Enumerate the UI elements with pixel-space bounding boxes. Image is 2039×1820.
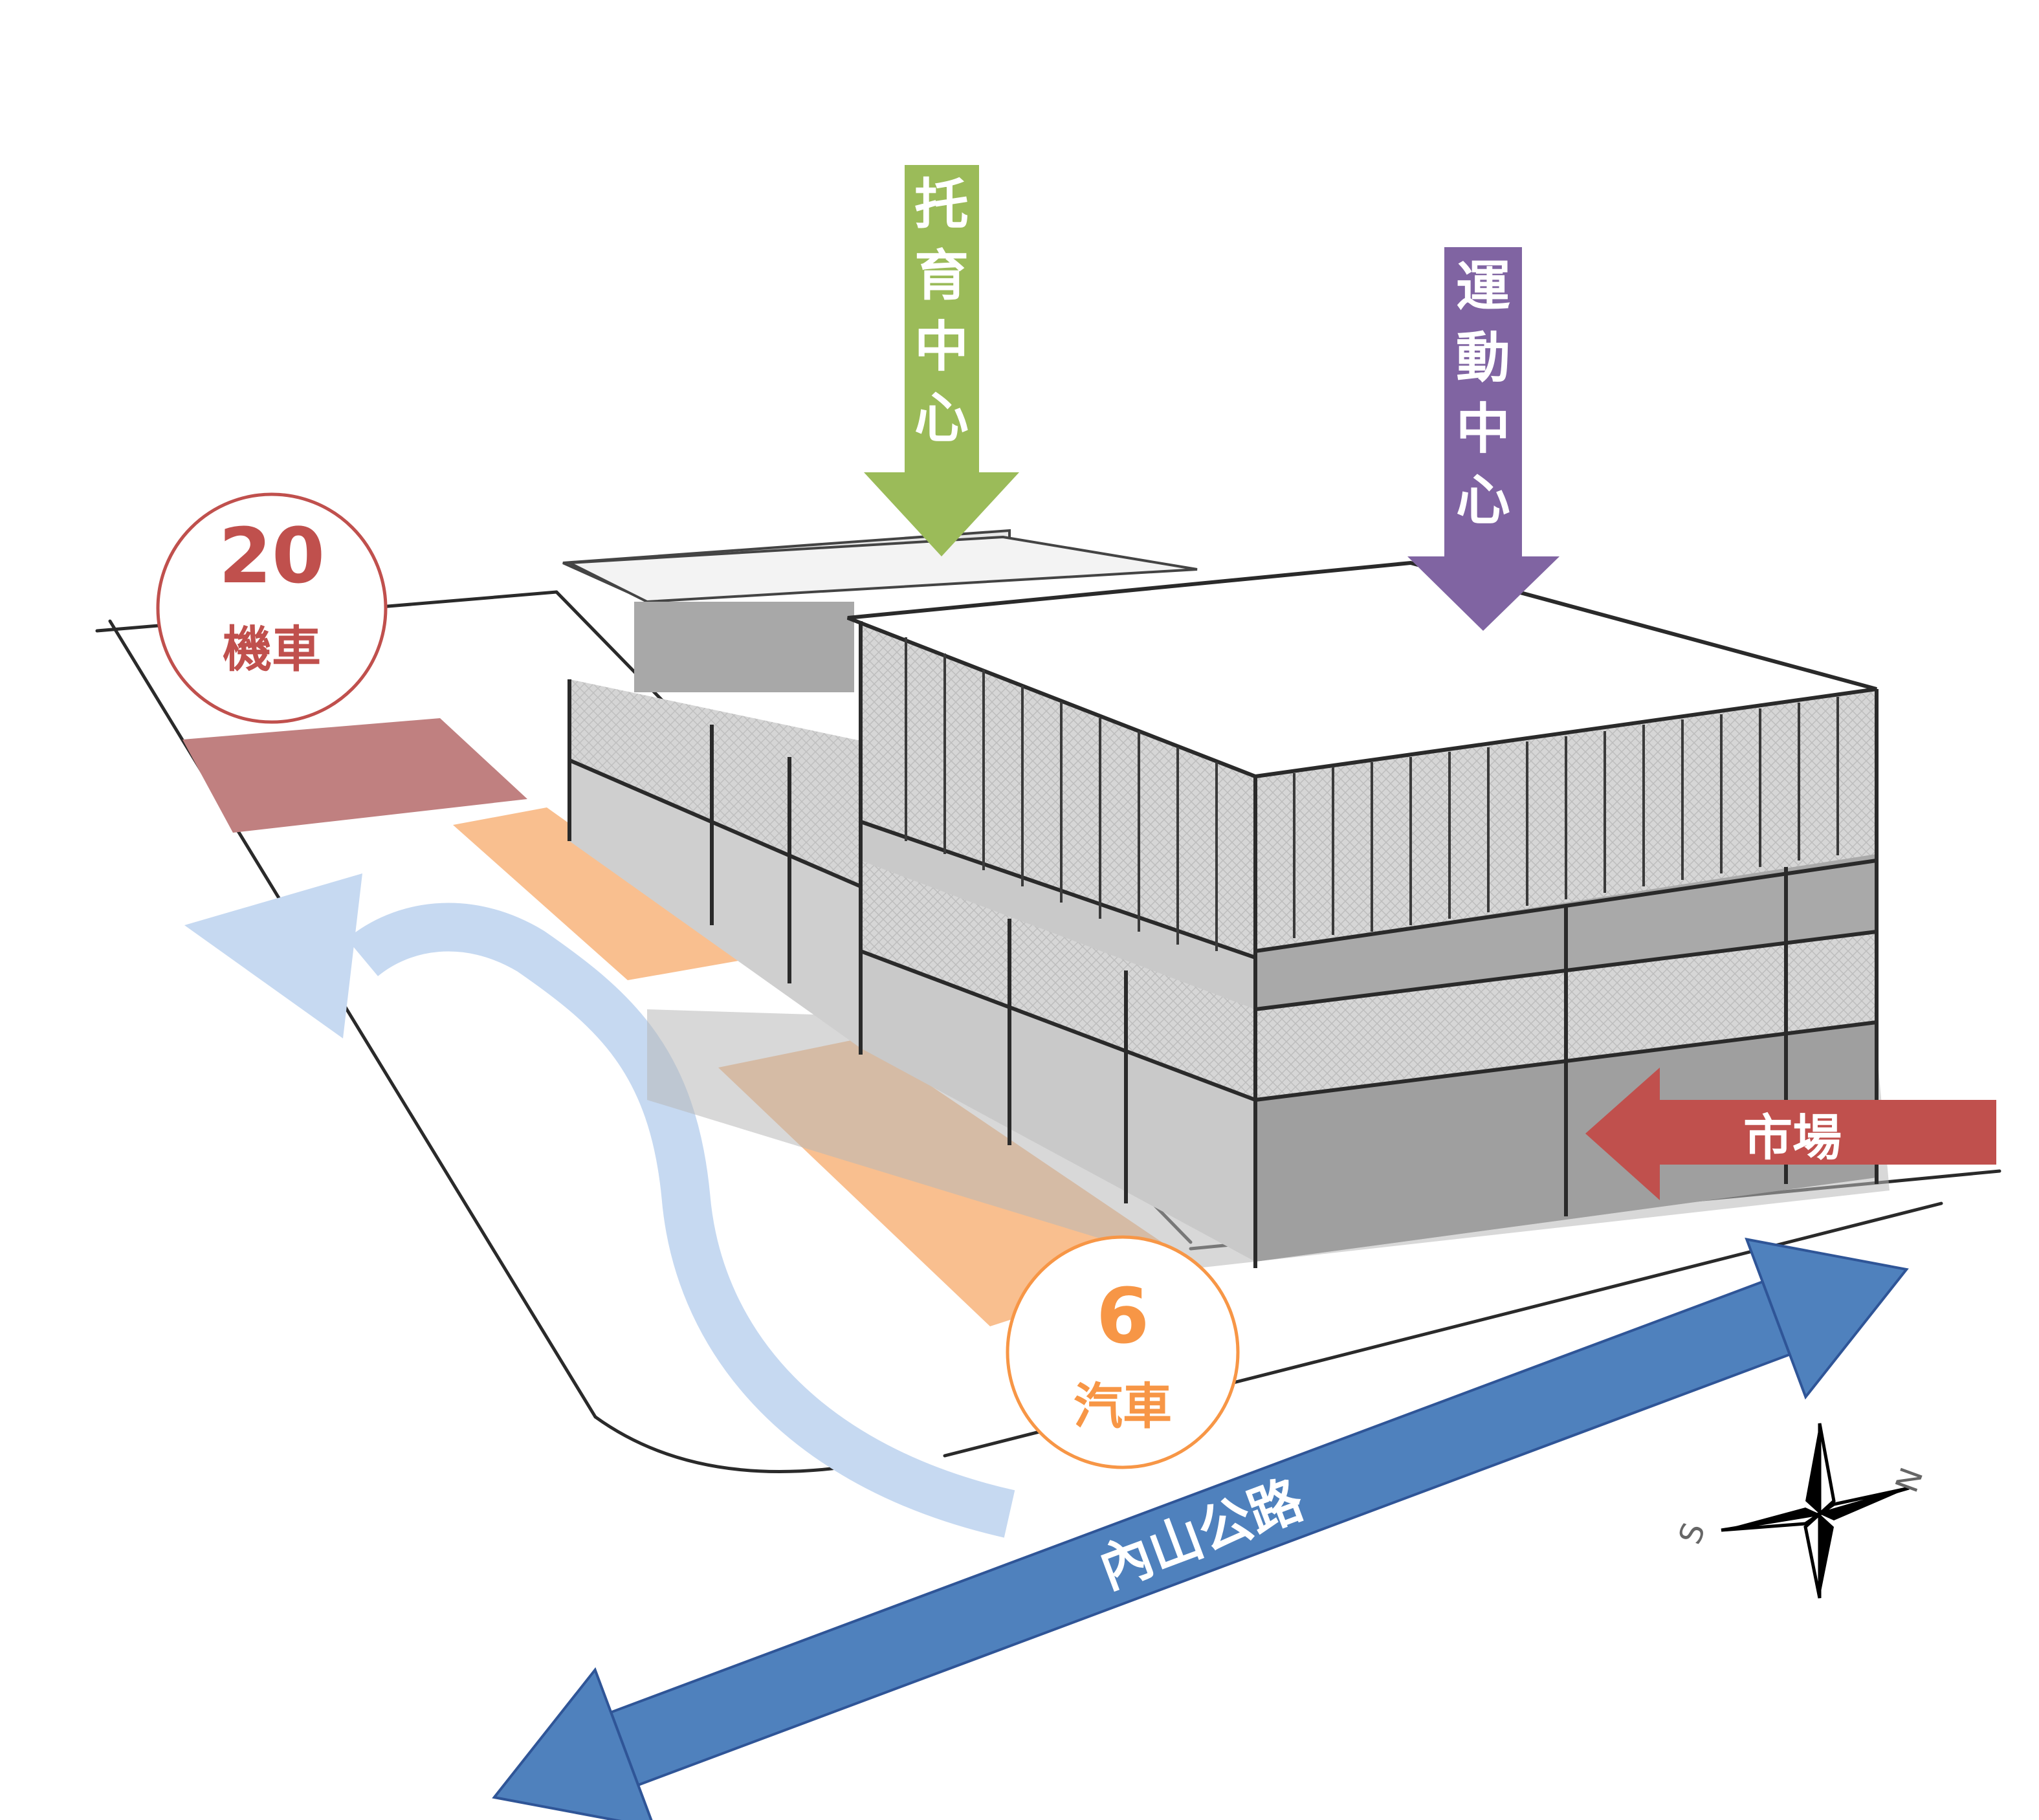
scooter-label: 機車 <box>223 620 321 678</box>
compass-icon: S N <box>1672 1423 1931 1598</box>
sports-arrow: 運動中心 <box>1407 247 1560 631</box>
scooter-parking-zone <box>182 718 527 833</box>
scooter-count: 20 <box>219 511 325 600</box>
car-count: 6 <box>1096 1271 1149 1361</box>
road-label: 內山公路 <box>1091 1469 1312 1601</box>
car-label: 汽車 <box>1074 1377 1172 1435</box>
market-label: 市場 <box>1743 1109 1842 1167</box>
childcare-arrow: 托育中心 <box>864 165 1019 556</box>
car-parking-badge: 6 汽車 <box>1008 1237 1238 1467</box>
compass-south: S <box>1672 1518 1713 1549</box>
scooter-parking-badge: 20 機車 <box>158 494 386 722</box>
